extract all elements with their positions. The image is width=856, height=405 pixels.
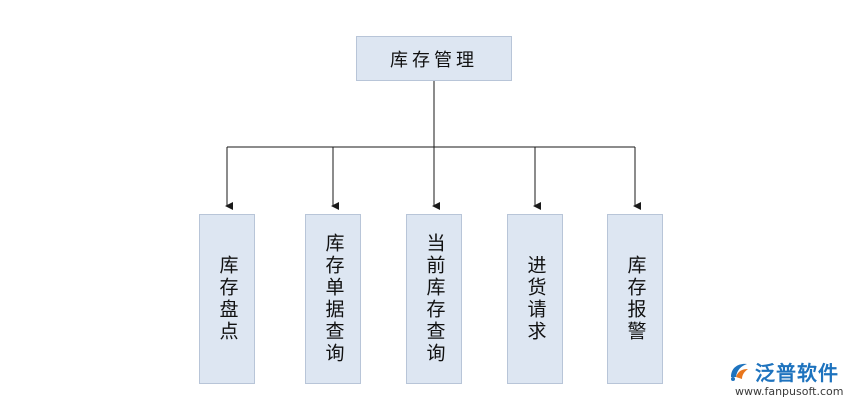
child-node-current-inventory-query: 当前库存查询: [406, 214, 462, 384]
brand-url: www.fanpusoft.com: [735, 385, 844, 398]
brand-name: 泛普软件: [755, 361, 839, 385]
child-node-inventory-alarm: 库存报警: [607, 214, 663, 384]
child-node-inventory-document-query: 库存单据查询: [305, 214, 361, 384]
child-node-purchase-request: 进货请求: [507, 214, 563, 384]
child-node-inventory-count: 库存盘点: [199, 214, 255, 384]
fanpu-logo-icon: [731, 363, 748, 381]
fanpu-watermark: 泛普软件 www.fanpusoft.com: [727, 357, 851, 401]
root-node: 库存管理: [356, 36, 512, 81]
